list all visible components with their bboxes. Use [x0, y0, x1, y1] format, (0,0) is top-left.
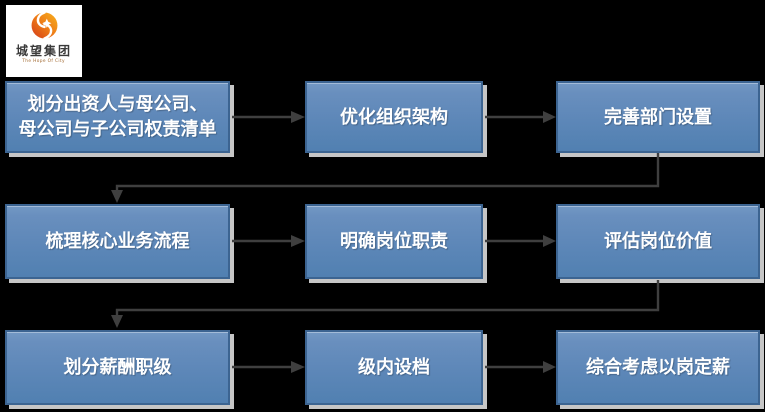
arrow-step7-to-step8	[232, 361, 305, 373]
flow-step-6-label: 评估岗位价值	[604, 231, 712, 252]
flow-step-2-label: 优化组织架构	[340, 106, 448, 128]
arrow-step5-to-step6	[485, 235, 556, 247]
flow-step-5-label: 明确岗位职责	[340, 231, 448, 252]
arrow-step4-to-step5	[232, 235, 305, 247]
arrow-step2-to-step3	[485, 111, 556, 123]
flow-step-9-label: 综合考虑以岗定薪	[586, 357, 730, 378]
arrow-step3-to-step4	[111, 153, 660, 203]
flow-step-9: 综合考虑以岗定薪	[556, 330, 760, 405]
flow-step-5: 明确岗位职责	[305, 204, 483, 279]
arrow-step1-to-step2	[232, 111, 305, 123]
flow-step-7: 划分薪酬职级	[5, 330, 230, 405]
company-logo: 城望集团 The Hope Of City	[6, 5, 82, 77]
arrow-step8-to-step9	[485, 361, 556, 373]
flow-step-8-label: 级内设档	[358, 357, 430, 378]
flow-step-7-label: 划分薪酬职级	[63, 357, 172, 378]
flow-step-4: 梳理核心业务流程	[5, 204, 230, 279]
flow-step-4-label: 梳理核心业务流程	[45, 231, 190, 252]
swirl-logo-icon	[31, 11, 57, 40]
flow-step-3-label: 完善部门设置	[604, 106, 712, 128]
flow-step-1: 划分出资人与母公司、 母公司与子公司权责清单	[5, 81, 230, 153]
logo-company-name: 城望集团	[15, 44, 72, 58]
flow-step-2: 优化组织架构	[305, 81, 483, 153]
flow-step-3: 完善部门设置	[556, 81, 760, 153]
logo-tagline: The Hope Of City	[22, 58, 66, 64]
arrow-step6-to-step7	[111, 280, 660, 328]
flow-step-6: 评估岗位价值	[556, 204, 760, 279]
flow-step-1-label: 划分出资人与母公司、 母公司与子公司权责清单	[18, 94, 217, 140]
flow-step-8: 级内设档	[305, 330, 483, 405]
